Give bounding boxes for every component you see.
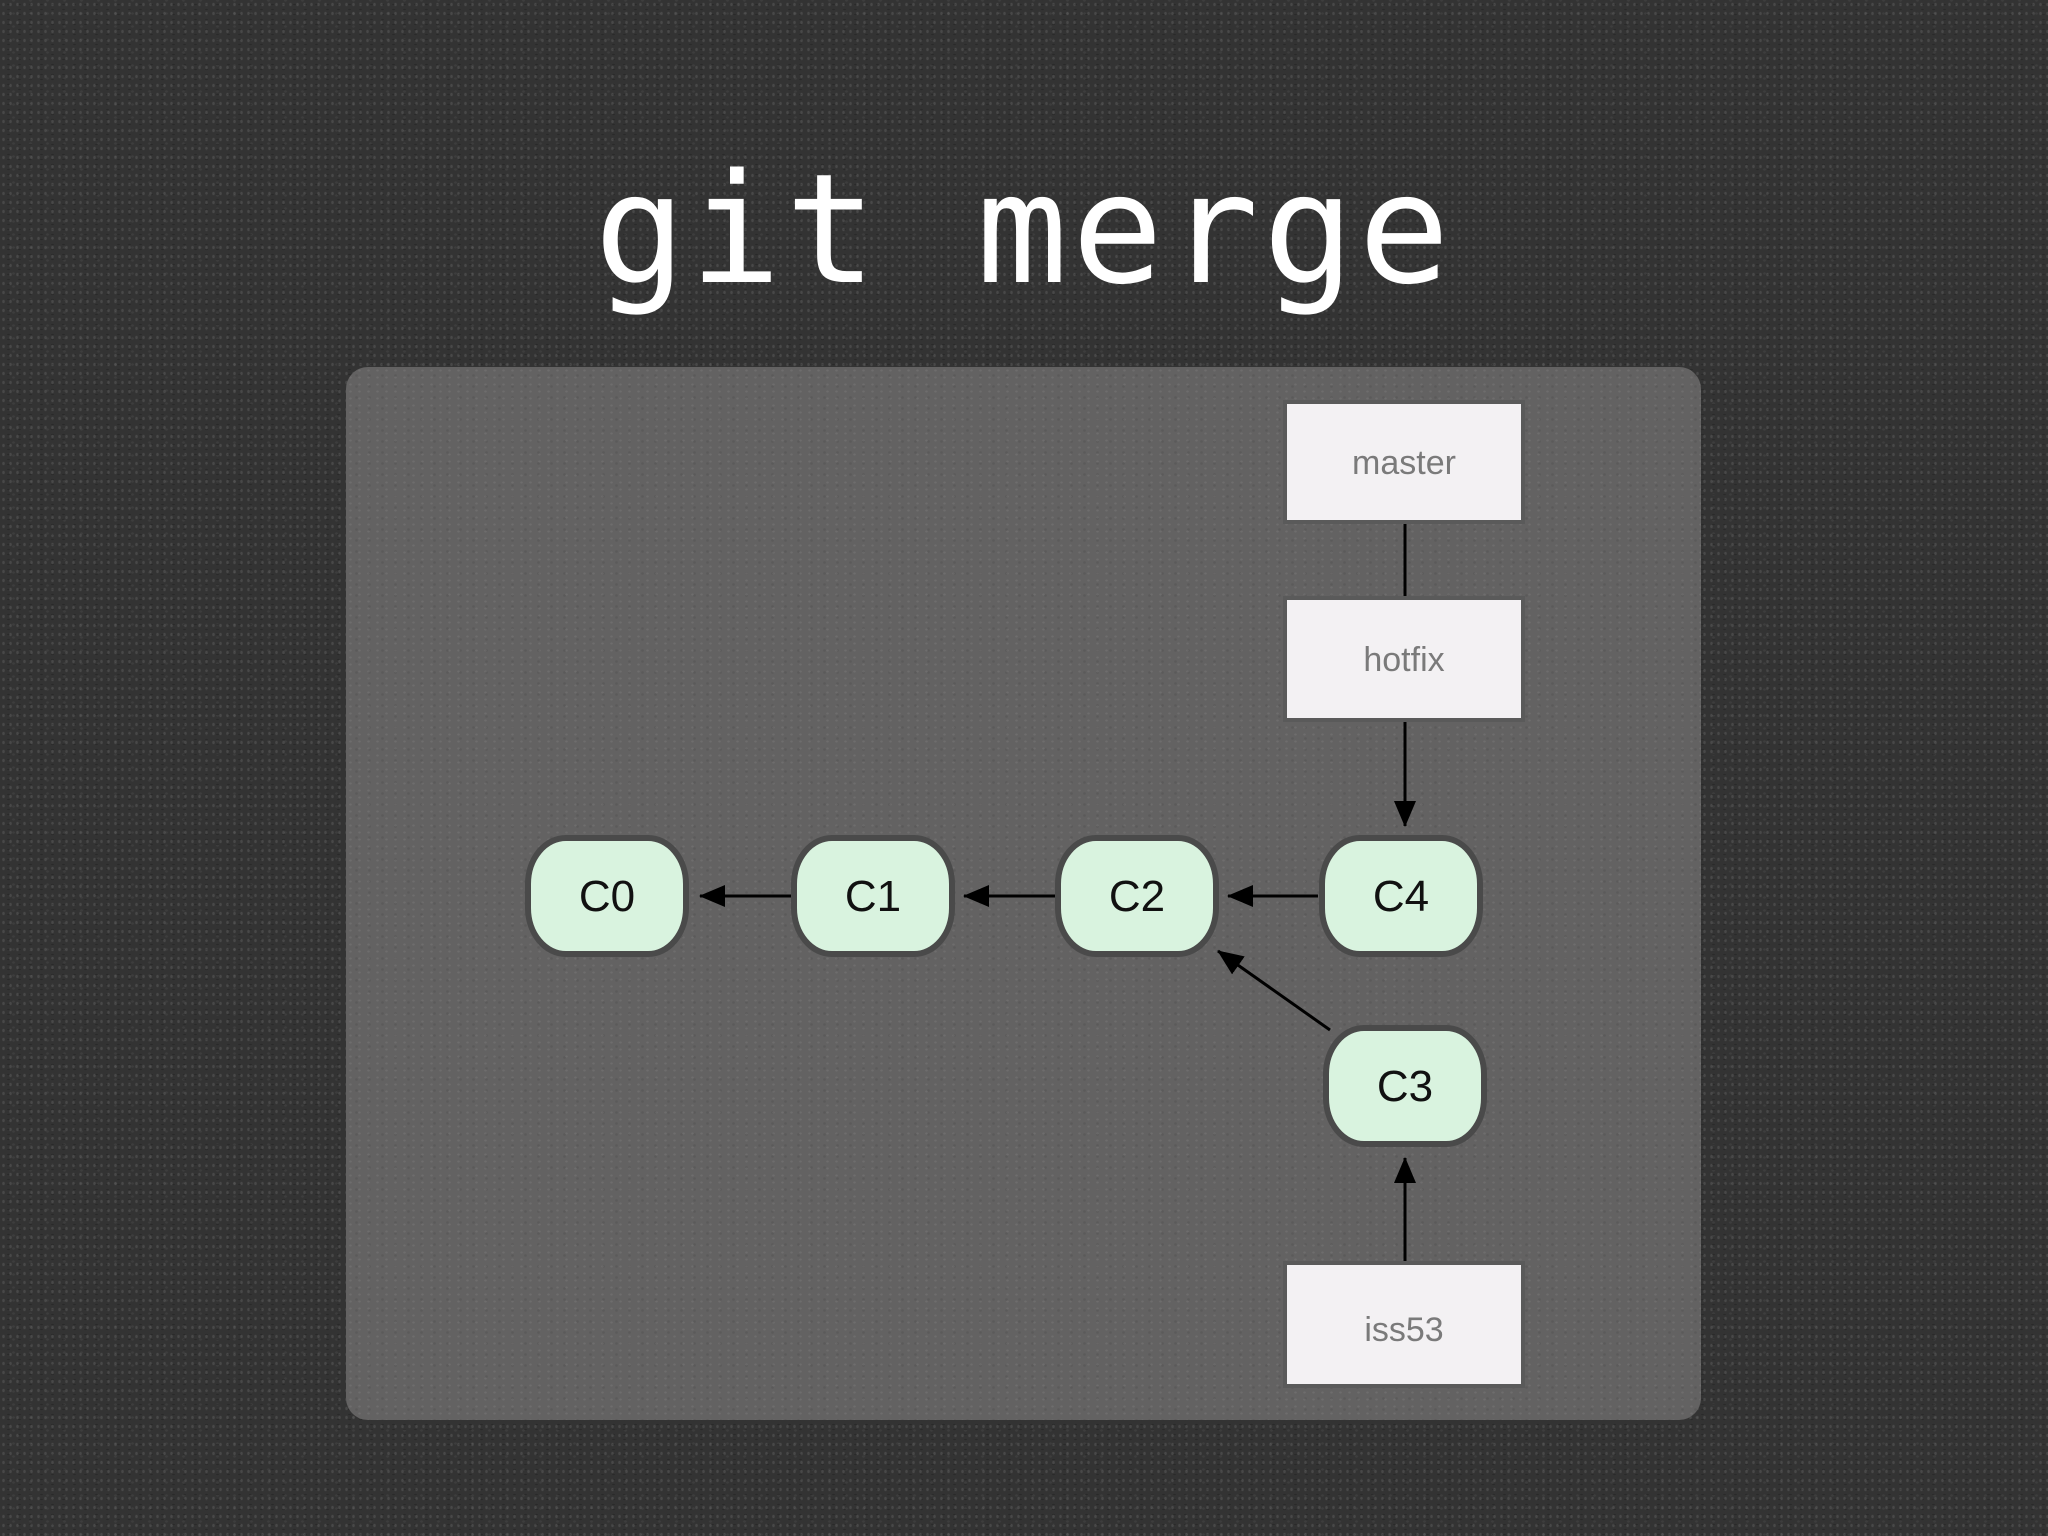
ref-master-box bbox=[1283, 400, 1525, 524]
ref-master: master bbox=[1283, 400, 1525, 524]
edges bbox=[699, 522, 1416, 1263]
commit-c1: C1 bbox=[791, 835, 955, 957]
ref-hotfix-box bbox=[1283, 596, 1525, 722]
commits: C0 C1 C2 C4 C3 bbox=[525, 835, 1487, 1147]
commit-c2-label: C2 bbox=[1109, 872, 1165, 921]
commit-c3-shape bbox=[1323, 1025, 1487, 1147]
commit-c3: C3 bbox=[1323, 1025, 1487, 1147]
edge-c3-to-c2 bbox=[1217, 949, 1331, 1032]
commit-c2-shape bbox=[1055, 835, 1219, 957]
commit-c0-label: C0 bbox=[579, 872, 635, 921]
commit-c2: C2 bbox=[1055, 835, 1219, 957]
ref-iss53-box bbox=[1283, 1261, 1525, 1388]
ref-hotfix: hotfix bbox=[1283, 596, 1525, 722]
commit-c0-shape bbox=[525, 835, 689, 957]
commit-c4-label: C4 bbox=[1373, 872, 1429, 921]
commit-c4-shape bbox=[1319, 835, 1483, 957]
ref-hotfix-label: hotfix bbox=[1363, 641, 1444, 679]
commit-c1-shape bbox=[791, 835, 955, 957]
commit-c3-label: C3 bbox=[1377, 1062, 1433, 1111]
ref-iss53: iss53 bbox=[1283, 1261, 1525, 1388]
refs: master hotfix iss53 bbox=[1283, 400, 1525, 1388]
commit-c0: C0 bbox=[525, 835, 689, 957]
commit-c4: C4 bbox=[1319, 835, 1483, 957]
slide-title: git merge bbox=[594, 141, 1454, 318]
commit-c1-label: C1 bbox=[845, 872, 901, 921]
ref-master-label: master bbox=[1352, 444, 1456, 482]
ref-iss53-label: iss53 bbox=[1364, 1311, 1443, 1349]
